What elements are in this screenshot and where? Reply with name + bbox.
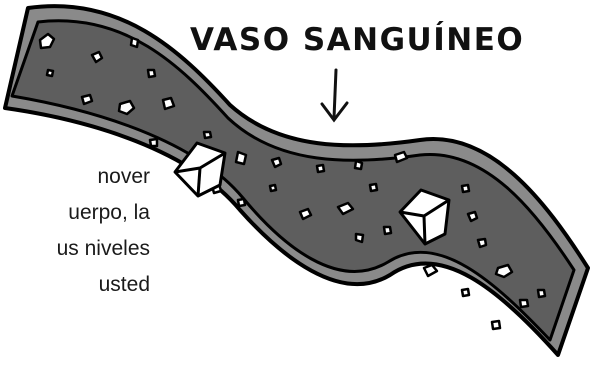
blood-cell bbox=[45, 68, 55, 78]
blood-cell bbox=[90, 50, 104, 64]
blood-cell bbox=[315, 163, 326, 174]
body-text-line: usted bbox=[98, 273, 150, 296]
blood-cell bbox=[80, 93, 94, 106]
body-text-line: us niveles bbox=[56, 237, 150, 260]
blood-cell bbox=[161, 96, 176, 111]
blood-cell bbox=[236, 197, 247, 208]
vessel-label: VASO SANGUÍNEO bbox=[190, 22, 525, 58]
glucose-cube-icon bbox=[398, 188, 451, 246]
blood-cell bbox=[518, 298, 530, 309]
blood-cell bbox=[354, 232, 365, 244]
vessel-lumen bbox=[10, 19, 576, 342]
blood-cell bbox=[202, 130, 213, 140]
blood-cell-icon bbox=[38, 32, 547, 331]
blood-cell bbox=[393, 150, 409, 164]
blood-cell bbox=[353, 159, 364, 171]
body-text-line: nover bbox=[97, 165, 150, 188]
blood-cell bbox=[368, 182, 379, 193]
body-text: nover uerpo, la us niveles usted bbox=[0, 159, 150, 303]
blood-cell bbox=[336, 201, 355, 216]
blood-cell bbox=[536, 288, 547, 299]
blood-cell bbox=[298, 207, 313, 221]
blood-cell bbox=[38, 32, 56, 50]
blood-cell bbox=[490, 319, 502, 331]
glucose-cube-icon bbox=[173, 141, 227, 198]
blood-cell bbox=[476, 237, 488, 249]
blood-cell bbox=[466, 210, 479, 223]
blood-cell bbox=[422, 263, 439, 278]
blood-cell bbox=[460, 183, 471, 194]
blood-cell bbox=[270, 156, 283, 169]
blood-cell bbox=[382, 225, 393, 236]
blood-cell bbox=[117, 99, 136, 116]
blood-cell bbox=[146, 68, 157, 79]
blood-cell bbox=[234, 150, 248, 166]
body-text-line: uerpo, la bbox=[68, 201, 150, 224]
blood-cell bbox=[129, 36, 140, 49]
blood-cell bbox=[494, 263, 514, 279]
blood-cell bbox=[460, 287, 471, 298]
blood-cell bbox=[148, 137, 159, 148]
blood-cell bbox=[268, 183, 278, 193]
arrow-down-icon bbox=[320, 68, 349, 123]
